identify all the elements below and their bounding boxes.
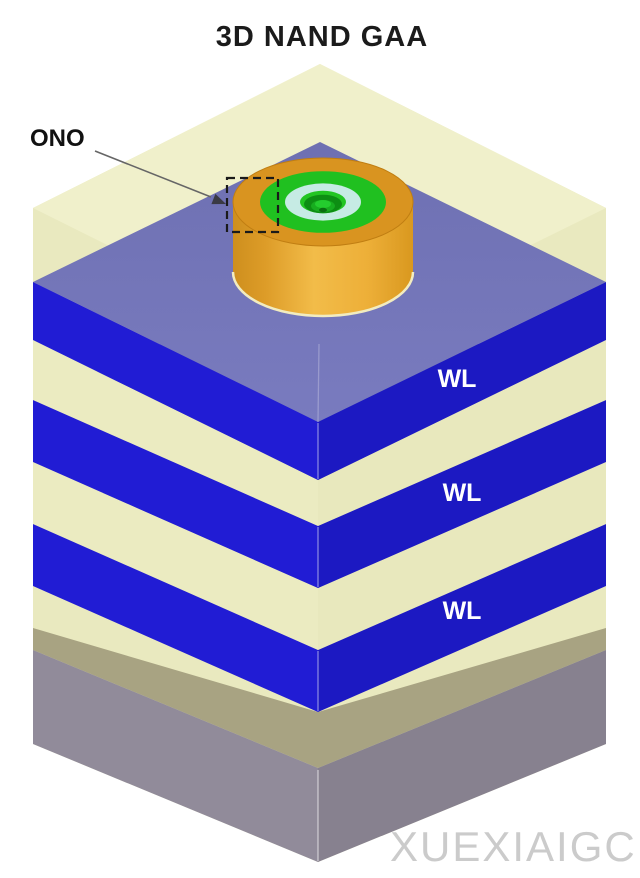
channel-funnel-pit: [319, 207, 327, 213]
ono-annotation: ONO: [30, 125, 280, 234]
page-title: 3D NAND GAA: [216, 21, 428, 53]
oxide1-front-right-face: [318, 340, 606, 526]
wl3-front-left-face: [33, 524, 318, 712]
cylinder-wall: [233, 202, 413, 316]
wl1-front-right-face: [318, 282, 606, 480]
oxide-layer-1: [33, 340, 606, 526]
wl2-front-right-face: [318, 400, 606, 588]
substrate-front-left-face: [33, 650, 318, 862]
oxide-layer-2: [33, 462, 606, 650]
wl1-front-left-face: [33, 282, 318, 480]
channel-cylinder: [231, 157, 415, 318]
substrate-top-face-olive: [33, 628, 606, 768]
ono-leader-line: [94, 150, 212, 198]
ono-roi-dashed-box: [225, 176, 280, 234]
ono-arrowhead-icon: [211, 193, 226, 205]
watermark: XUEXIAIGC: [390, 823, 637, 870]
channel-funnel-highlight: [315, 200, 331, 208]
wl1-top-face-seam: [317, 343, 320, 423]
substrate-front-right-face: [318, 650, 606, 862]
oxide2-front-left-face: [33, 462, 318, 650]
cylinder-bottom-rim: [231, 271, 415, 318]
oxide2-front-right-face: [318, 462, 606, 650]
oxide1-front-left-face: [33, 340, 318, 526]
substrate: [33, 628, 606, 862]
wl2-front-left-face: [33, 400, 318, 588]
wl-label-1: WL: [438, 365, 477, 393]
wl3-front-right-face: [318, 524, 606, 712]
wl-label-2: WL: [443, 479, 482, 507]
wl-label-3: WL: [443, 597, 482, 625]
ono-label: ONO: [30, 125, 85, 152]
